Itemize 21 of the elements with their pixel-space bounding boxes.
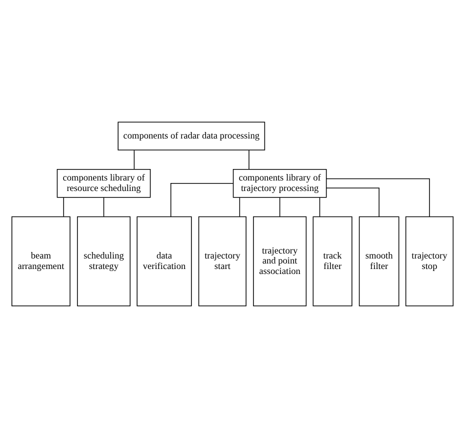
node-box: data verification [136,216,192,306]
connector [319,196,320,216]
node-box: smooth filter [358,216,400,306]
connector [248,149,250,170]
node-box: scheduling strategy [77,216,131,306]
node-box: components of radar data processing [118,121,266,150]
connector [326,178,430,217]
node-box: components library of trajectory processing [232,168,327,198]
connector [279,196,280,216]
node-box: trajectory start [198,216,246,306]
node-box: trajectory and point association [253,216,307,306]
connector [63,196,64,216]
node-box: track filter [312,216,352,306]
node-box: components library of resource scheduling [56,168,151,198]
node-box: beam arrangement [11,216,70,306]
node-box: trajectory stop [405,216,454,306]
connector [170,182,234,217]
connector [239,196,240,216]
connector [326,187,380,216]
connector [134,149,135,170]
connector [103,196,104,216]
